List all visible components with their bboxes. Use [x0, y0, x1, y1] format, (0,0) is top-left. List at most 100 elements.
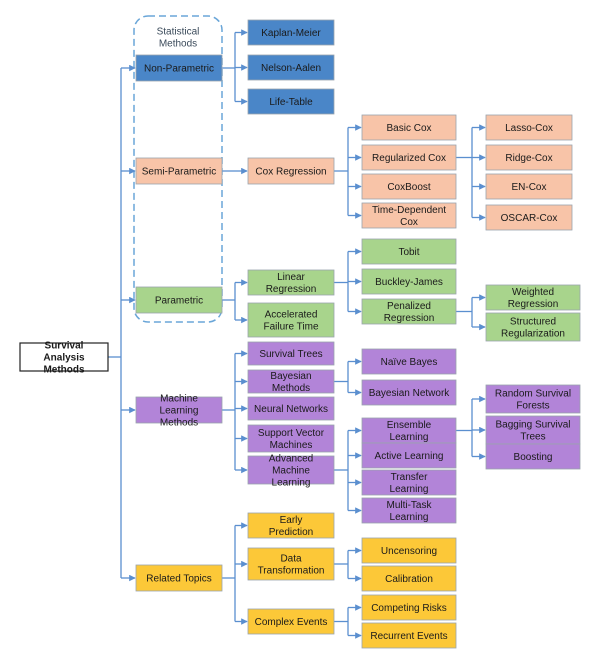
node-rgc: Ridge-Cox — [485, 144, 573, 171]
node-np: Non-Parametric — [135, 54, 223, 82]
node-label: Cox Regression — [255, 167, 326, 178]
node-cb: CoxBoost — [361, 173, 457, 200]
node-label: CoxBoost — [387, 182, 431, 193]
node-nb: Naïve Bayes — [361, 348, 457, 375]
node-box — [361, 114, 457, 141]
node-box — [247, 396, 335, 421]
node-lc: Lasso-Cox — [485, 114, 573, 141]
node-box — [247, 269, 335, 296]
node-box — [361, 348, 457, 375]
node-box — [361, 537, 457, 564]
node-label: Related Topics — [146, 574, 211, 585]
node-box — [361, 565, 457, 592]
node-box — [485, 204, 573, 231]
node-box — [361, 268, 457, 295]
node-box — [485, 144, 573, 171]
node-label: Nelson-Aalen — [261, 63, 321, 74]
node-km: Kaplan-Meier — [247, 19, 335, 46]
node-label: Neural Networks — [254, 404, 328, 415]
node-label: Life-Table — [269, 97, 313, 108]
node-cr: Cox Regression — [247, 157, 335, 185]
node-label: Complex Events — [255, 617, 328, 628]
node-box — [485, 173, 573, 200]
node-label: Basic Cox — [386, 123, 431, 134]
node-box — [485, 284, 581, 311]
node-box — [19, 342, 109, 372]
node-bn: Bayesian Network — [361, 379, 457, 406]
node-box — [135, 396, 223, 424]
node-label: Kaplan-Meier — [261, 28, 321, 39]
node-rec: Recurrent Events — [361, 622, 457, 649]
node-box — [247, 88, 335, 115]
node-ce: Complex Events — [247, 608, 335, 635]
node-box — [247, 512, 335, 539]
node-na: Nelson-Aalen — [247, 54, 335, 81]
connector-lines — [108, 29, 486, 639]
node-box — [361, 238, 457, 265]
node-label: EN-Cox — [511, 182, 546, 193]
node-label: Ridge-Cox — [505, 153, 552, 164]
node-sp: Semi-Parametric — [135, 157, 223, 185]
node-box — [361, 144, 457, 171]
node-box — [361, 202, 457, 229]
node-nn: Neural Networks — [247, 396, 335, 421]
node-cmr: Competing Risks — [361, 594, 457, 621]
node-box — [247, 341, 335, 366]
node-bo: Boosting — [485, 443, 581, 470]
node-label: Non-Parametric — [144, 64, 214, 75]
node-label: Tobit — [398, 247, 419, 258]
node-box — [361, 442, 457, 469]
node-lt: Life-Table — [247, 88, 335, 115]
node-box — [247, 547, 335, 581]
node-box — [247, 369, 335, 394]
node-box — [247, 455, 335, 485]
node-label: Calibration — [385, 574, 433, 585]
node-label: Survival Trees — [259, 349, 322, 360]
node-oc: OSCAR-Cox — [485, 204, 573, 231]
node-box — [485, 312, 581, 342]
node-rt: Related Topics — [135, 564, 223, 592]
node-label: Semi-Parametric — [142, 167, 216, 178]
node-label: Competing Risks — [371, 603, 447, 614]
node-cal: Calibration — [361, 565, 457, 592]
node-box — [361, 379, 457, 406]
node-box — [247, 424, 335, 453]
node-label: Active Learning — [375, 451, 444, 462]
node-bc: Basic Cox — [361, 114, 457, 141]
node-un: Uncensoring — [361, 537, 457, 564]
node-label: Uncensoring — [381, 546, 437, 557]
node-box — [361, 298, 457, 325]
node-box — [485, 384, 581, 414]
node-label: Lasso-Cox — [505, 123, 553, 134]
node-box — [485, 443, 581, 470]
